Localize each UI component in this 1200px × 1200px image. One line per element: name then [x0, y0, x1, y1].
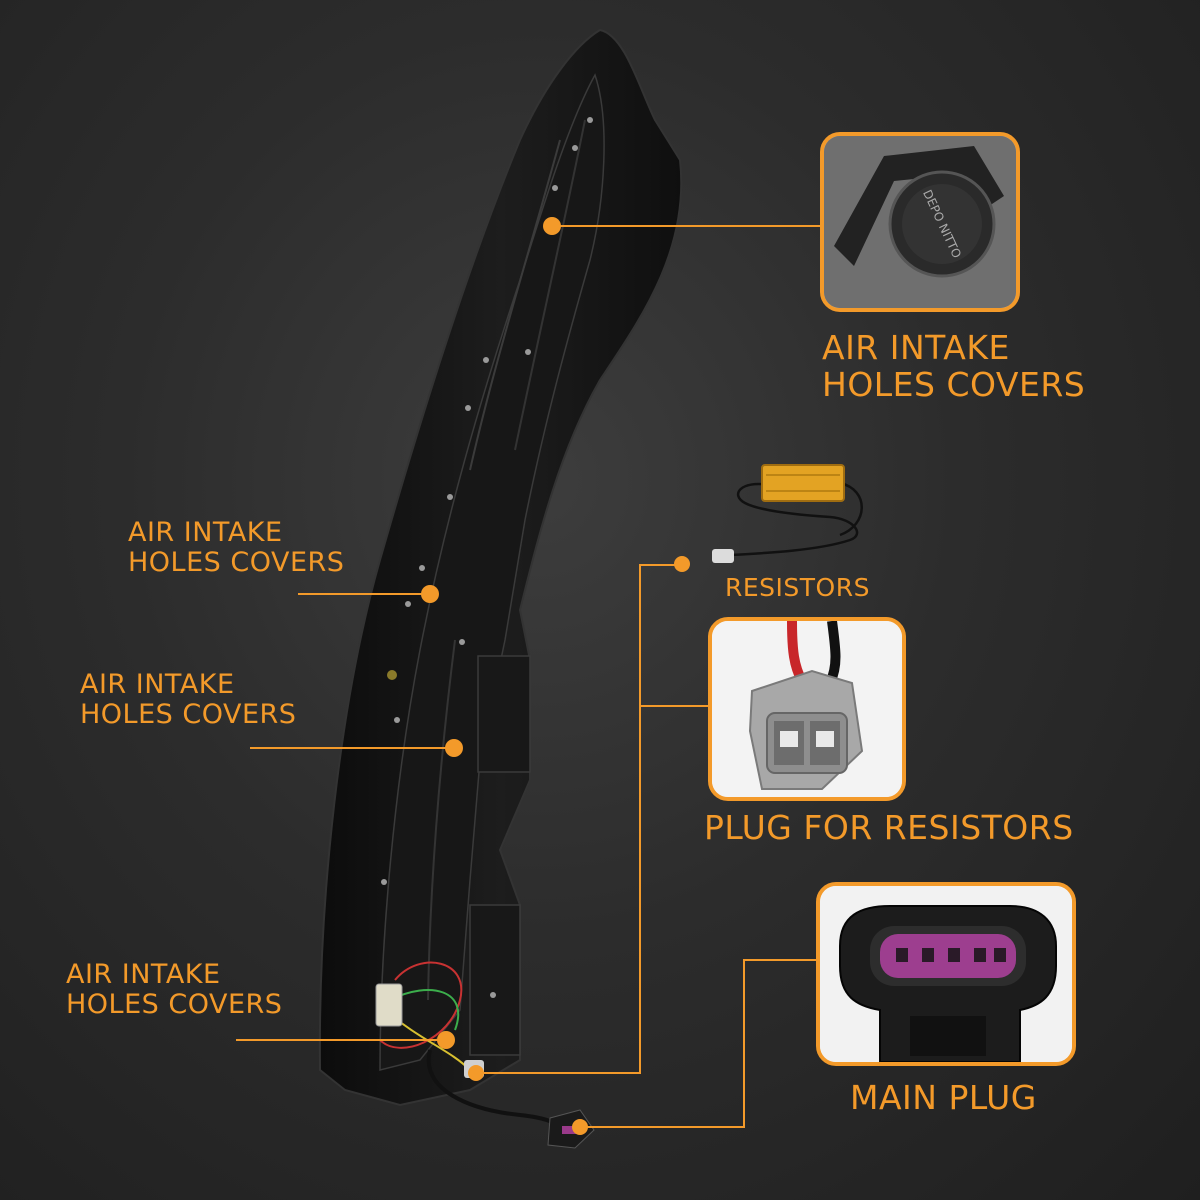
callout-left-lower: AIR INTAKE HOLES COVERS	[66, 959, 283, 1021]
main-plug-closeup-icon	[820, 886, 1072, 1062]
cover-closeup-icon: DEPO NITTO	[824, 136, 1016, 308]
callout-left-middle-line2: HOLES COVERS	[80, 699, 297, 731]
plug-closeup-icon	[712, 621, 902, 797]
cover-closeup-inset: DEPO NITTO	[820, 132, 1020, 312]
callout-left-upper-line2: HOLES COVERS	[128, 547, 345, 579]
callout-top-right: AIR INTAKE HOLES COVERS	[822, 328, 1086, 404]
main-plug-closeup-inset	[816, 882, 1076, 1066]
plug-for-resistors-label: PLUG FOR RESISTORS	[704, 808, 1074, 847]
resistor-icon	[712, 464, 863, 563]
resistors-label: RESISTORS	[725, 573, 870, 602]
plug-closeup-inset	[708, 617, 906, 801]
callout-top-right-line1: AIR INTAKE	[822, 328, 1010, 367]
main-plug-label: MAIN PLUG	[850, 1078, 1037, 1117]
callout-left-upper: AIR INTAKE HOLES COVERS	[128, 517, 345, 579]
callout-left-middle-line1: AIR INTAKE	[80, 669, 235, 700]
callout-left-middle: AIR INTAKE HOLES COVERS	[80, 669, 297, 731]
callout-left-upper-line1: AIR INTAKE	[128, 517, 283, 548]
callout-left-lower-line1: AIR INTAKE	[66, 959, 221, 990]
callout-top-right-line2: HOLES COVERS	[822, 364, 1086, 404]
callout-left-lower-line2: HOLES COVERS	[66, 989, 283, 1021]
